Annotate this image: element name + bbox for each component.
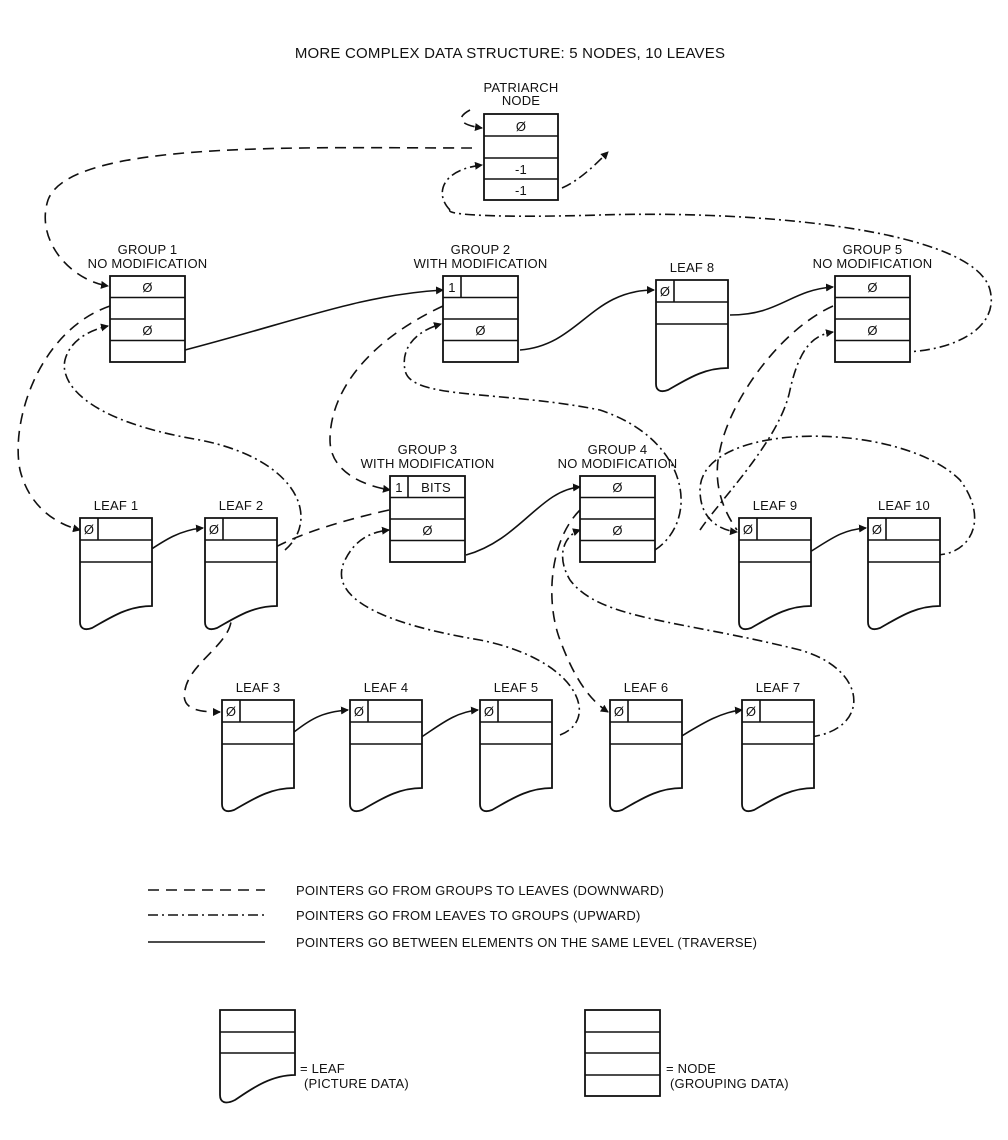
legend-upward-text: POINTERS GO FROM LEAVES TO GROUPS (UPWAR… bbox=[296, 908, 641, 923]
leaf-label: LEAF 8 bbox=[670, 260, 715, 275]
group5-cell-1: Ø bbox=[867, 280, 877, 295]
pointer-lines bbox=[17, 109, 993, 739]
group4-label-line1: GROUP 4 bbox=[588, 442, 648, 457]
group1-cell-3: Ø bbox=[142, 323, 152, 338]
leaf-label: LEAF 9 bbox=[753, 498, 798, 513]
leaf-label: LEAF 1 bbox=[94, 498, 139, 513]
key-leaf: = LEAF (PICTURE DATA) bbox=[219, 1009, 409, 1104]
legend: POINTERS GO FROM GROUPS TO LEAVES (DOWNW… bbox=[148, 883, 757, 950]
group3-mod-flag: 1 bbox=[395, 480, 402, 495]
group3-cell-3: Ø bbox=[422, 523, 432, 538]
group1-label-line1: GROUP 1 bbox=[118, 242, 178, 257]
leaf-3: LEAF 3Ø bbox=[221, 680, 295, 813]
group4-cell-1: Ø bbox=[612, 480, 622, 495]
group4-node: GROUP 4NO MODIFICATION Ø Ø bbox=[558, 442, 678, 563]
leaf-9: LEAF 9Ø bbox=[738, 498, 812, 631]
group3-label-line1: GROUP 3 bbox=[398, 442, 458, 457]
upward-pointer-leaf8-to-group5 bbox=[699, 329, 834, 531]
upward-pointer-leaf5-to-group3 bbox=[340, 526, 581, 736]
leaf-7: LEAF 7Ø bbox=[741, 680, 815, 813]
leaf-label: LEAF 4 bbox=[364, 680, 409, 695]
traverse-pointer-group2-to-leaf8 bbox=[519, 286, 655, 351]
leaf-5: LEAF 5Ø bbox=[479, 680, 553, 813]
upward-pointer-patriarch-out bbox=[561, 151, 609, 189]
key-node-desc: (GROUPING DATA) bbox=[670, 1076, 789, 1091]
leaf-label: LEAF 3 bbox=[236, 680, 281, 695]
leaf-10: LEAF 10 Ø bbox=[867, 498, 941, 631]
leaf-4: LEAF 4Ø bbox=[349, 680, 423, 813]
leaf-flag-cell: Ø bbox=[743, 522, 753, 537]
legend-traverse-text: POINTERS GO BETWEEN ELEMENTS ON THE SAME… bbox=[296, 935, 757, 950]
key-node: = NODE (GROUPING DATA) bbox=[584, 1009, 789, 1097]
leaf-label: LEAF 7 bbox=[756, 680, 801, 695]
patriarch-label-line2: NODE bbox=[502, 93, 540, 108]
leaf-8: LEAF 8Ø bbox=[655, 260, 729, 393]
traverse-pointer-leaf4-to-leaf5 bbox=[419, 706, 479, 739]
group5-cell-3: Ø bbox=[867, 323, 877, 338]
traverse-pointer-group1-to-group2 bbox=[184, 286, 444, 351]
leaf-flag-cell: Ø bbox=[209, 522, 219, 537]
patriarch-label-line1: PATRIARCH bbox=[484, 80, 559, 95]
downward-pointer-group3-to-leaf3 bbox=[183, 509, 390, 716]
group2-mod-flag: 1 bbox=[448, 280, 455, 295]
key-leaf-desc: (PICTURE DATA) bbox=[304, 1076, 409, 1091]
key-node-label: = NODE bbox=[666, 1061, 716, 1076]
leaf-flag-cell: Ø bbox=[746, 704, 756, 719]
leaf-label: LEAF 10 bbox=[878, 498, 930, 513]
patriarch-cell-3: -1 bbox=[515, 162, 527, 177]
leaf-1: LEAF 1Ø bbox=[79, 498, 153, 631]
upward-pointer-leaf7-to-group4 bbox=[561, 528, 855, 738]
traverse-pointer-leaf6-to-leaf7 bbox=[679, 706, 743, 738]
legend-downward-text: POINTERS GO FROM GROUPS TO LEAVES (DOWNW… bbox=[296, 883, 664, 898]
upward-pointer-to-patriarch bbox=[441, 161, 483, 211]
group3-label-line2: WITH MODIFICATION bbox=[361, 456, 495, 471]
patriarch-node: PATRIARCH NODE Ø -1 -1 bbox=[483, 80, 559, 201]
upward-pointer-group4-to-group2 bbox=[403, 322, 682, 551]
traverse-pointer-leaf3-to-leaf4 bbox=[289, 706, 349, 736]
leaf-flag-cell: Ø bbox=[226, 704, 236, 719]
leaf-label: LEAF 2 bbox=[219, 498, 264, 513]
leaf-label: LEAF 6 bbox=[624, 680, 669, 695]
diagram-title: MORE COMPLEX DATA STRUCTURE: 5 NODES, 10… bbox=[295, 45, 725, 62]
leaf-6: LEAF 6Ø bbox=[609, 680, 683, 813]
group4-cell-3: Ø bbox=[612, 523, 622, 538]
group4-label-line2: NO MODIFICATION bbox=[558, 456, 678, 471]
traverse-pointer-group3-to-group4 bbox=[465, 483, 581, 556]
group2-cell-3: Ø bbox=[475, 323, 485, 338]
leaf-flag-cell: Ø bbox=[614, 704, 624, 719]
traverse-pointer-leaf9-to-leaf10 bbox=[804, 524, 867, 556]
downward-pointer-group1-to-leaf1 bbox=[17, 305, 111, 533]
leaf-2: LEAF 2Ø bbox=[204, 498, 278, 631]
downward-pointer-patriarch-to-group1 bbox=[44, 146, 473, 289]
group2-label-line1: GROUP 2 bbox=[451, 242, 511, 257]
upward-pointer-group5-to-patriarch bbox=[449, 209, 993, 353]
patriarch-cell-4: -1 bbox=[515, 183, 527, 198]
downward-pointer-patriarch-entry bbox=[460, 109, 483, 132]
patriarch-cell-1: Ø bbox=[516, 119, 526, 134]
leaf-flag-cell: Ø bbox=[84, 522, 94, 537]
group3-mod-bits: BITS bbox=[421, 480, 451, 495]
leaf-flag-cell: Ø bbox=[484, 704, 494, 719]
group1-node: GROUP 1NO MODIFICATION Ø Ø bbox=[88, 242, 208, 363]
leaf-flag-cell: Ø bbox=[660, 284, 670, 299]
upward-pointer-leaf2-to-group1 bbox=[63, 323, 302, 551]
group5-label-line1: GROUP 5 bbox=[843, 242, 903, 257]
group5-node: GROUP 5NO MODIFICATION Ø Ø bbox=[813, 242, 933, 363]
leaf-flag-cell: Ø bbox=[872, 522, 882, 537]
group5-label-line2: NO MODIFICATION bbox=[813, 256, 933, 271]
traverse-pointer-leaf8-to-group5 bbox=[729, 283, 834, 316]
leaf-label: LEAF 5 bbox=[494, 680, 539, 695]
group1-cell-1: Ø bbox=[142, 280, 152, 295]
key-leaf-label: = LEAF bbox=[300, 1061, 345, 1076]
leaf-flag-cell: Ø bbox=[354, 704, 364, 719]
group2-label-line2: WITH MODIFICATION bbox=[414, 256, 548, 271]
traverse-pointer-leaf1-to-leaf2 bbox=[146, 524, 204, 553]
downward-pointer-group2-to-group3 bbox=[329, 305, 444, 493]
group1-label-line2: NO MODIFICATION bbox=[88, 256, 208, 271]
upward-pointer-leaf10-to-group5-arc bbox=[699, 435, 976, 556]
downward-pointer-group4-to-leaf6 bbox=[551, 509, 609, 713]
